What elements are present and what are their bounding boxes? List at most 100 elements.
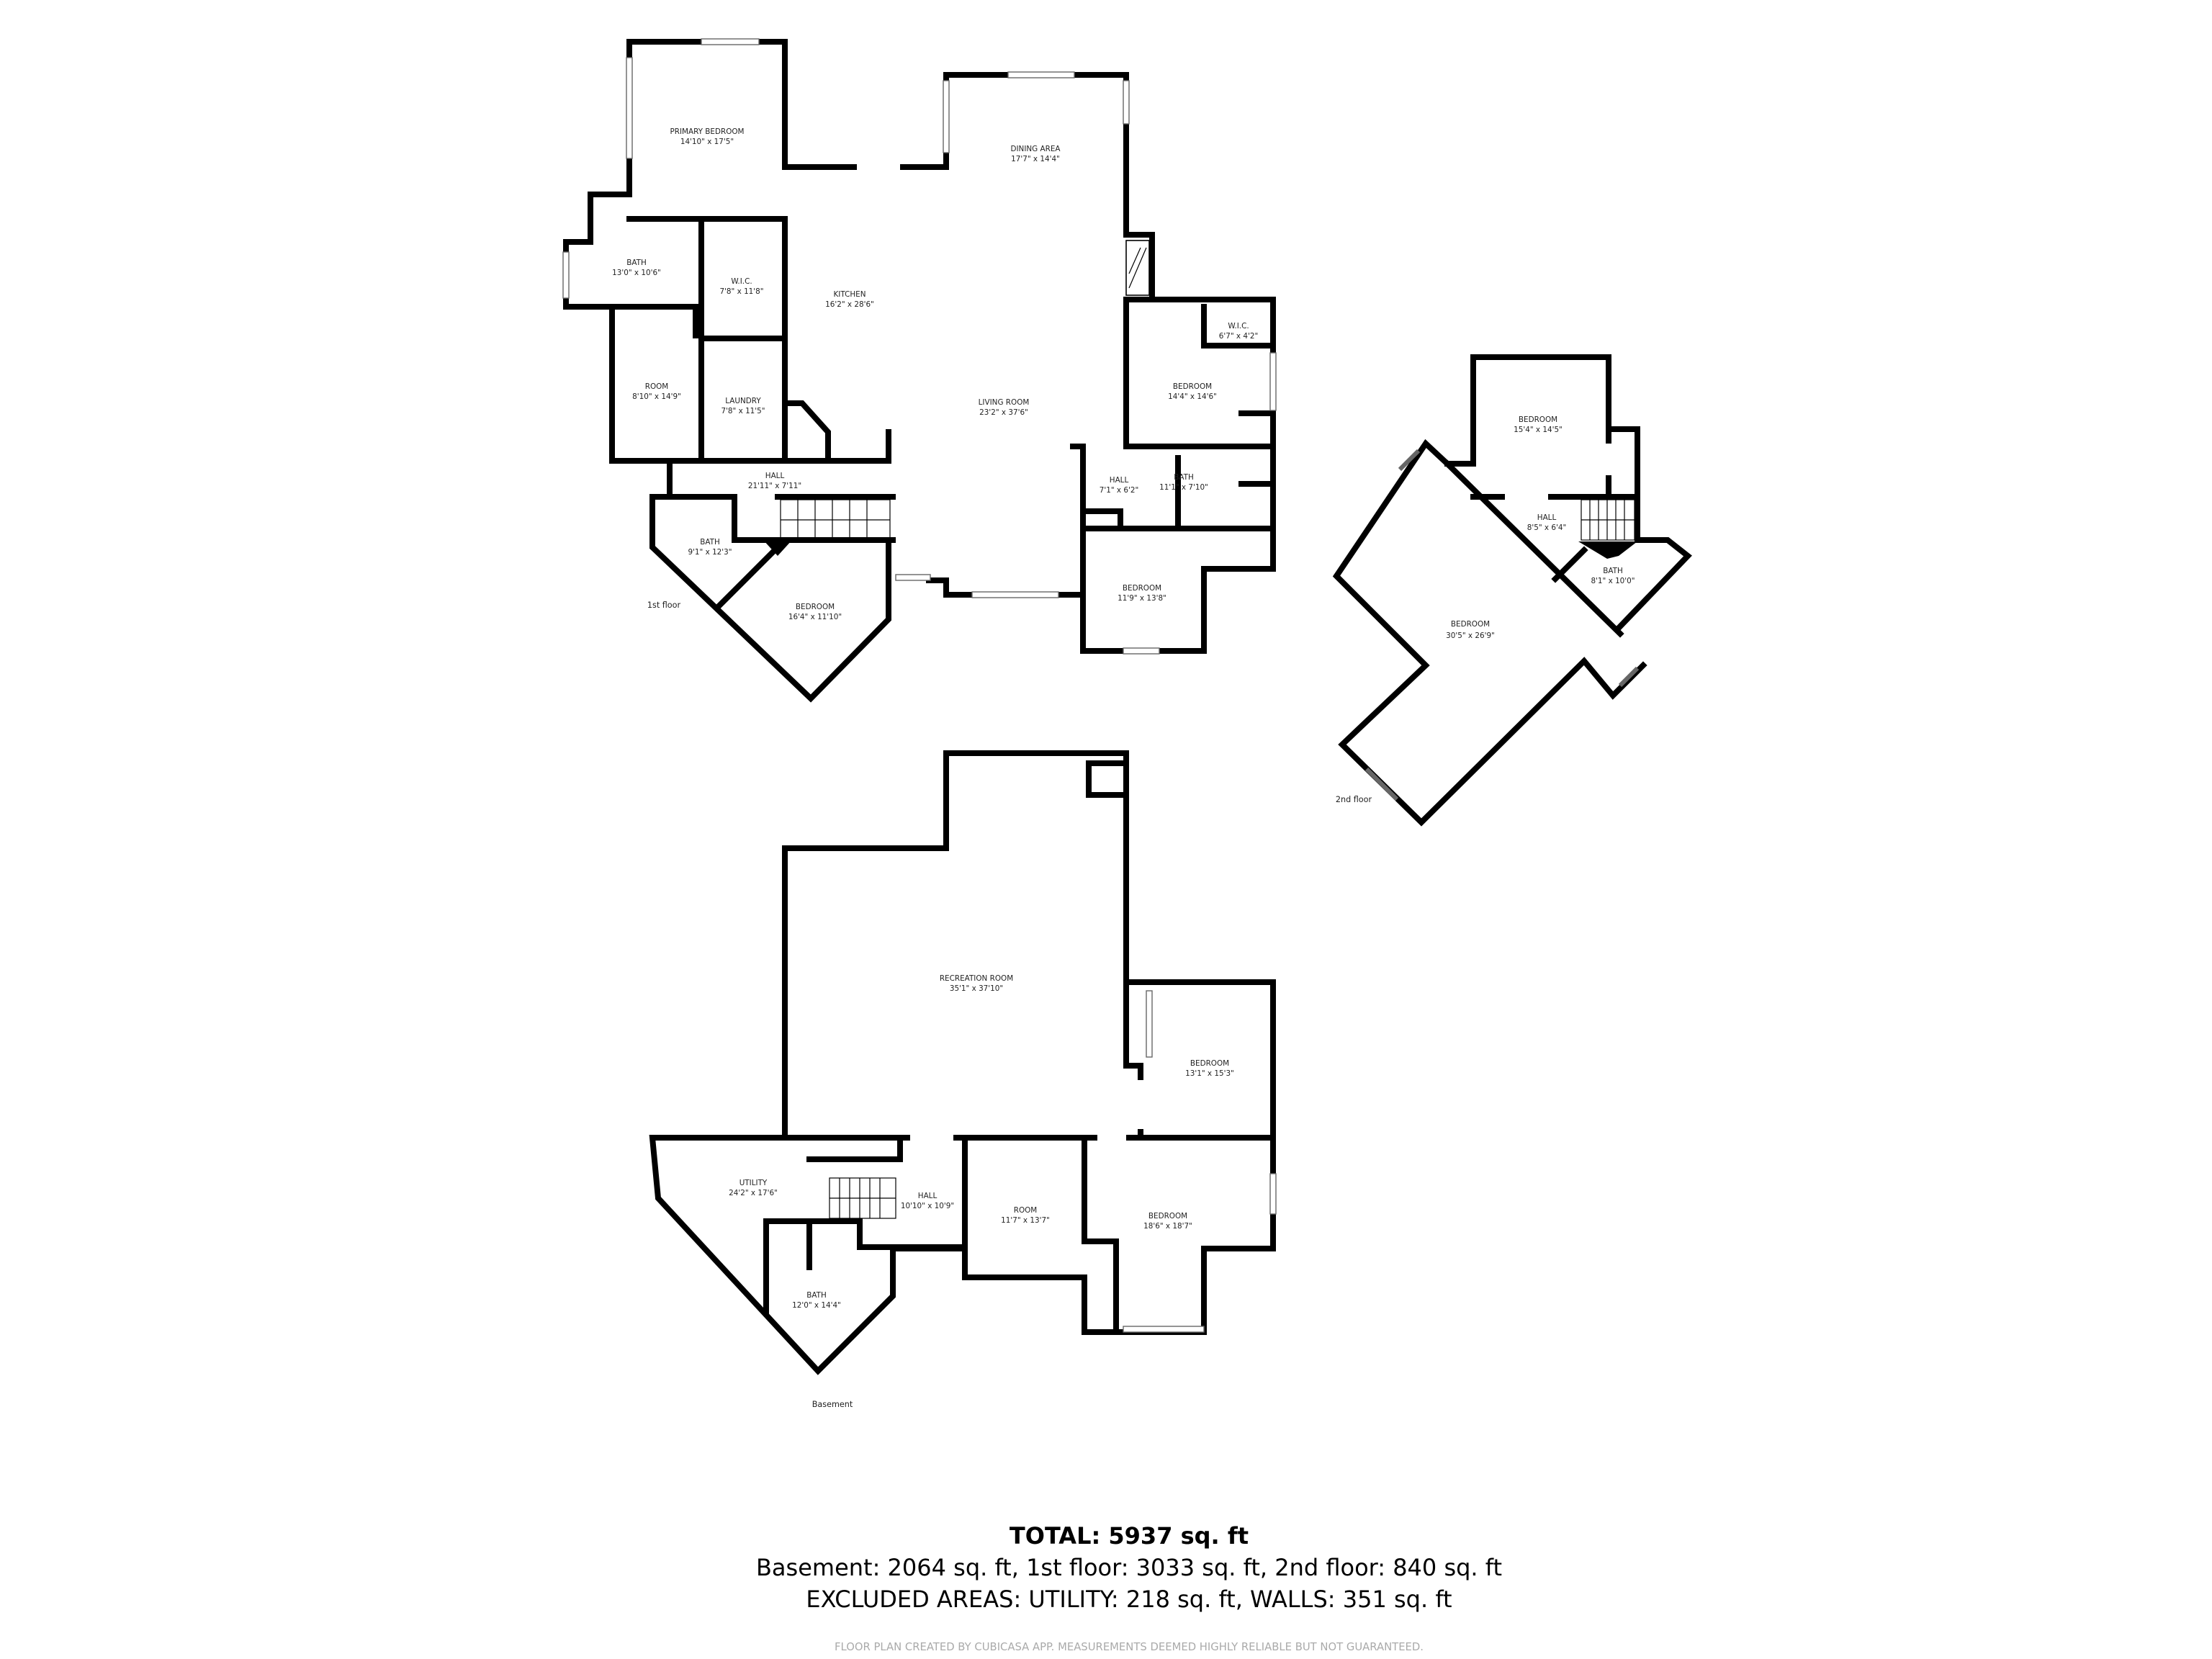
- room-name: BATH: [700, 538, 720, 547]
- wall: [1086, 760, 1129, 798]
- room-size: 9'1" x 12'3": [688, 548, 732, 557]
- wall: [1080, 508, 1123, 531]
- room-name: HALL: [918, 1192, 938, 1200]
- floor-label: 1st floor: [647, 601, 681, 610]
- room-size: 21'11" x 7'11": [748, 482, 801, 490]
- room-size: 17'7" x 14'4": [1011, 155, 1060, 163]
- room-size: 13'0" x 10'6": [612, 269, 661, 277]
- window: [943, 80, 950, 153]
- window: [562, 251, 570, 299]
- first-floor-plan: [562, 38, 1277, 703]
- room-size: 7'1" x 6'2": [1100, 486, 1138, 495]
- window: [701, 38, 760, 45]
- wall: [649, 494, 896, 543]
- room-size: 11'7" x 13'7": [1001, 1216, 1050, 1225]
- room-size: 8'10" x 14'9": [632, 392, 681, 401]
- room-name: BEDROOM: [1123, 584, 1161, 593]
- room-size: 8'5" x 6'4": [1527, 523, 1566, 532]
- room-size: 30'5" x 26'9": [1446, 631, 1495, 640]
- basement-plan: [649, 750, 1277, 1375]
- window: [1364, 767, 1399, 801]
- room-size: 16'2" x 28'6": [825, 300, 874, 309]
- room-name: HALL: [765, 472, 785, 480]
- room-name: BATH: [626, 258, 647, 267]
- wall: [857, 1218, 968, 1250]
- room-name: ROOM: [1014, 1206, 1038, 1215]
- window: [1398, 449, 1421, 472]
- room-size: 11'1" x 7'10": [1159, 483, 1208, 492]
- room-size: 6'7" x 4'2": [1219, 332, 1258, 341]
- window: [1123, 80, 1130, 125]
- room-size: 13'1" x 15'3": [1185, 1069, 1234, 1078]
- room-size: 14'4" x 14'6": [1168, 392, 1217, 401]
- room-name: HALL: [1537, 513, 1557, 522]
- room-name: HALL: [1110, 476, 1129, 485]
- window: [1618, 666, 1640, 688]
- wall: [926, 444, 1086, 598]
- window: [1123, 1326, 1205, 1333]
- room-size: 23'2" x 37'6": [979, 408, 1028, 417]
- room-name: KITCHEN: [833, 290, 866, 299]
- room-name: ROOM: [645, 382, 669, 391]
- room-name: BEDROOM: [1519, 415, 1557, 424]
- column: [763, 540, 792, 556]
- window: [1146, 990, 1153, 1058]
- wall: [1082, 1135, 1119, 1335]
- window: [895, 574, 931, 581]
- room-name: W.I.C.: [731, 277, 752, 286]
- wall: [782, 400, 831, 464]
- wall: [716, 543, 782, 609]
- wall: [1551, 546, 1588, 583]
- room-size: 10'10" x 10'9": [901, 1202, 954, 1210]
- room-name: BEDROOM: [1173, 382, 1212, 391]
- room-size: 18'6" x 18'7": [1143, 1222, 1192, 1231]
- room-size: 8'1" x 10'0": [1591, 577, 1635, 585]
- room-name: LIVING ROOM: [979, 398, 1030, 407]
- wall: [563, 192, 891, 464]
- room-size: 7'8" x 11'8": [719, 287, 763, 296]
- room-name: DINING AREA: [1010, 145, 1061, 153]
- disclaimer: FLOOR PLAN CREATED BY CUBICASA APP. MEAS…: [835, 1641, 1424, 1653]
- room-name: BATH: [806, 1291, 827, 1300]
- stairs: [829, 1177, 896, 1219]
- room-name: RECREATION ROOM: [940, 974, 1013, 983]
- wall: [1444, 354, 1692, 631]
- floor-label: Basement: [812, 1400, 853, 1409]
- column: [1578, 541, 1637, 559]
- room-size: 24'2" x 17'6": [729, 1189, 778, 1197]
- window: [1123, 647, 1160, 655]
- window: [1007, 71, 1075, 78]
- room-size: 7'8" x 11'5": [721, 407, 765, 415]
- room-size: 11'9" x 13'8": [1118, 594, 1166, 603]
- room-size: 15'4" x 14'5": [1514, 426, 1563, 434]
- room-name: W.I.C.: [1228, 322, 1249, 331]
- wall: [806, 1135, 903, 1162]
- window: [1269, 352, 1277, 411]
- room-name: LAUNDRY: [725, 397, 761, 405]
- room-size: 16'4" x 11'10": [788, 613, 842, 621]
- wall: [1201, 304, 1276, 349]
- room-size: 35'1" x 37'10": [950, 984, 1003, 993]
- excluded-areas: EXCLUDED AREAS: UTILITY: 218 sq. ft, WAL…: [806, 1586, 1452, 1613]
- wall: [763, 1218, 863, 1316]
- room-name: BATH: [1603, 567, 1623, 575]
- room-name: BEDROOM: [1148, 1212, 1187, 1220]
- wall: [1443, 459, 1624, 638]
- room-name: PRIMARY BEDROOM: [670, 127, 744, 136]
- second-floor-plan: [1332, 354, 1692, 827]
- window: [971, 591, 1059, 598]
- stairs: [1581, 499, 1635, 541]
- room-name: BEDROOM: [1190, 1059, 1229, 1068]
- room-name: BEDROOM: [1451, 620, 1490, 629]
- stairs: [780, 499, 891, 541]
- column: [693, 307, 701, 338]
- wall: [1332, 439, 1647, 827]
- room-name: BEDROOM: [796, 603, 835, 611]
- fireplace: [1125, 240, 1150, 296]
- room-size: 14'10" x 17'5": [680, 138, 734, 146]
- floor-area-breakdown: Basement: 2064 sq. ft, 1st floor: 3033 s…: [756, 1554, 1502, 1581]
- room-name: BATH: [1174, 473, 1194, 482]
- floor-label: 2nd floor: [1336, 795, 1372, 804]
- window: [626, 57, 633, 159]
